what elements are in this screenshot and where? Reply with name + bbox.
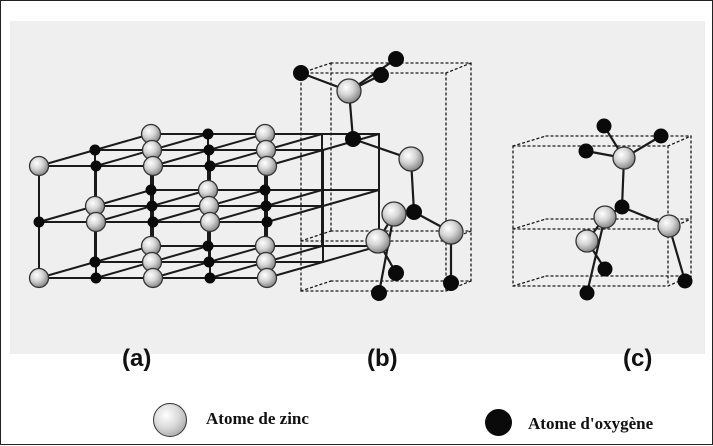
oxygen-atom [293,65,309,81]
cell-edge [512,218,547,230]
oxygen-atom [614,199,630,215]
cell-edge [445,62,472,74]
oxygen-atom [89,144,101,156]
zinc-atom [256,267,278,289]
bond [266,245,380,279]
zinc-atom [575,229,599,253]
zinc-atom [593,205,617,229]
oxygen-atom [388,51,404,67]
zinc-atom [85,211,107,233]
zinc-atom [612,146,636,170]
legend-oxygen-label: Atome d'oxygène [528,414,654,433]
oxygen-atom [443,275,459,291]
oxygen-atom [406,204,422,220]
oxygen-atom [90,272,102,284]
cell-edge [512,275,547,287]
oxygen-atom [204,160,216,172]
legend-zinc-label: Atome de zinc [206,409,309,428]
oxygen-atom [345,131,361,147]
oxygen-atom [146,200,158,212]
oxygen-atom [578,143,594,159]
oxygen-atom [260,200,272,212]
cell-edge [512,135,547,147]
cell-edge [667,135,692,147]
zinc-atom [365,228,391,254]
oxygen-atom [261,216,273,228]
oxygen-atom [202,128,214,140]
bond [377,212,396,295]
oxygen-atom [203,256,215,268]
oxygen-atom [597,261,613,277]
zinc-atom [657,214,681,238]
oxygen-atom [147,216,159,228]
zinc-atom [28,155,50,177]
zinc-atom [199,211,221,233]
zinc-atom [142,267,164,289]
zincblende-structure-b [293,51,472,301]
oxygen-atom [203,144,215,156]
oxygen-atom [33,216,45,228]
cell-edge [300,280,332,292]
zinc-atom [381,201,407,227]
cell-edge [300,230,332,242]
oxygen-atom [145,184,157,196]
oxygen-atom [371,285,387,301]
zinc-atom [336,78,362,104]
oxygen-atom [89,256,101,268]
oxygen-atom [373,67,389,83]
rocksalt-structure-a [28,123,380,289]
zinc-atom-icon [153,403,187,437]
zinc-atom [398,146,424,172]
bond [585,215,607,295]
oxygen-atom [202,240,214,252]
oxygen-atom [677,273,693,289]
bond [266,189,380,223]
oxygen-atom [90,160,102,172]
label-c: (c) [623,345,653,372]
oxygen-atom [596,118,612,134]
zinc-atom [142,155,164,177]
oxygen-atom [653,128,669,144]
wurtzite-structure-c [512,118,693,301]
label-b: (b) [367,345,398,372]
oxygen-atom [579,285,595,301]
label-a: (a) [122,345,152,372]
oxygen-atom [204,272,216,284]
zinc-atom [438,219,464,245]
zinc-atom [28,267,50,289]
oxygen-atom [388,265,404,281]
oxygen-atom-icon [485,409,512,436]
oxygen-atom [259,184,271,196]
zinc-atom [256,155,278,177]
